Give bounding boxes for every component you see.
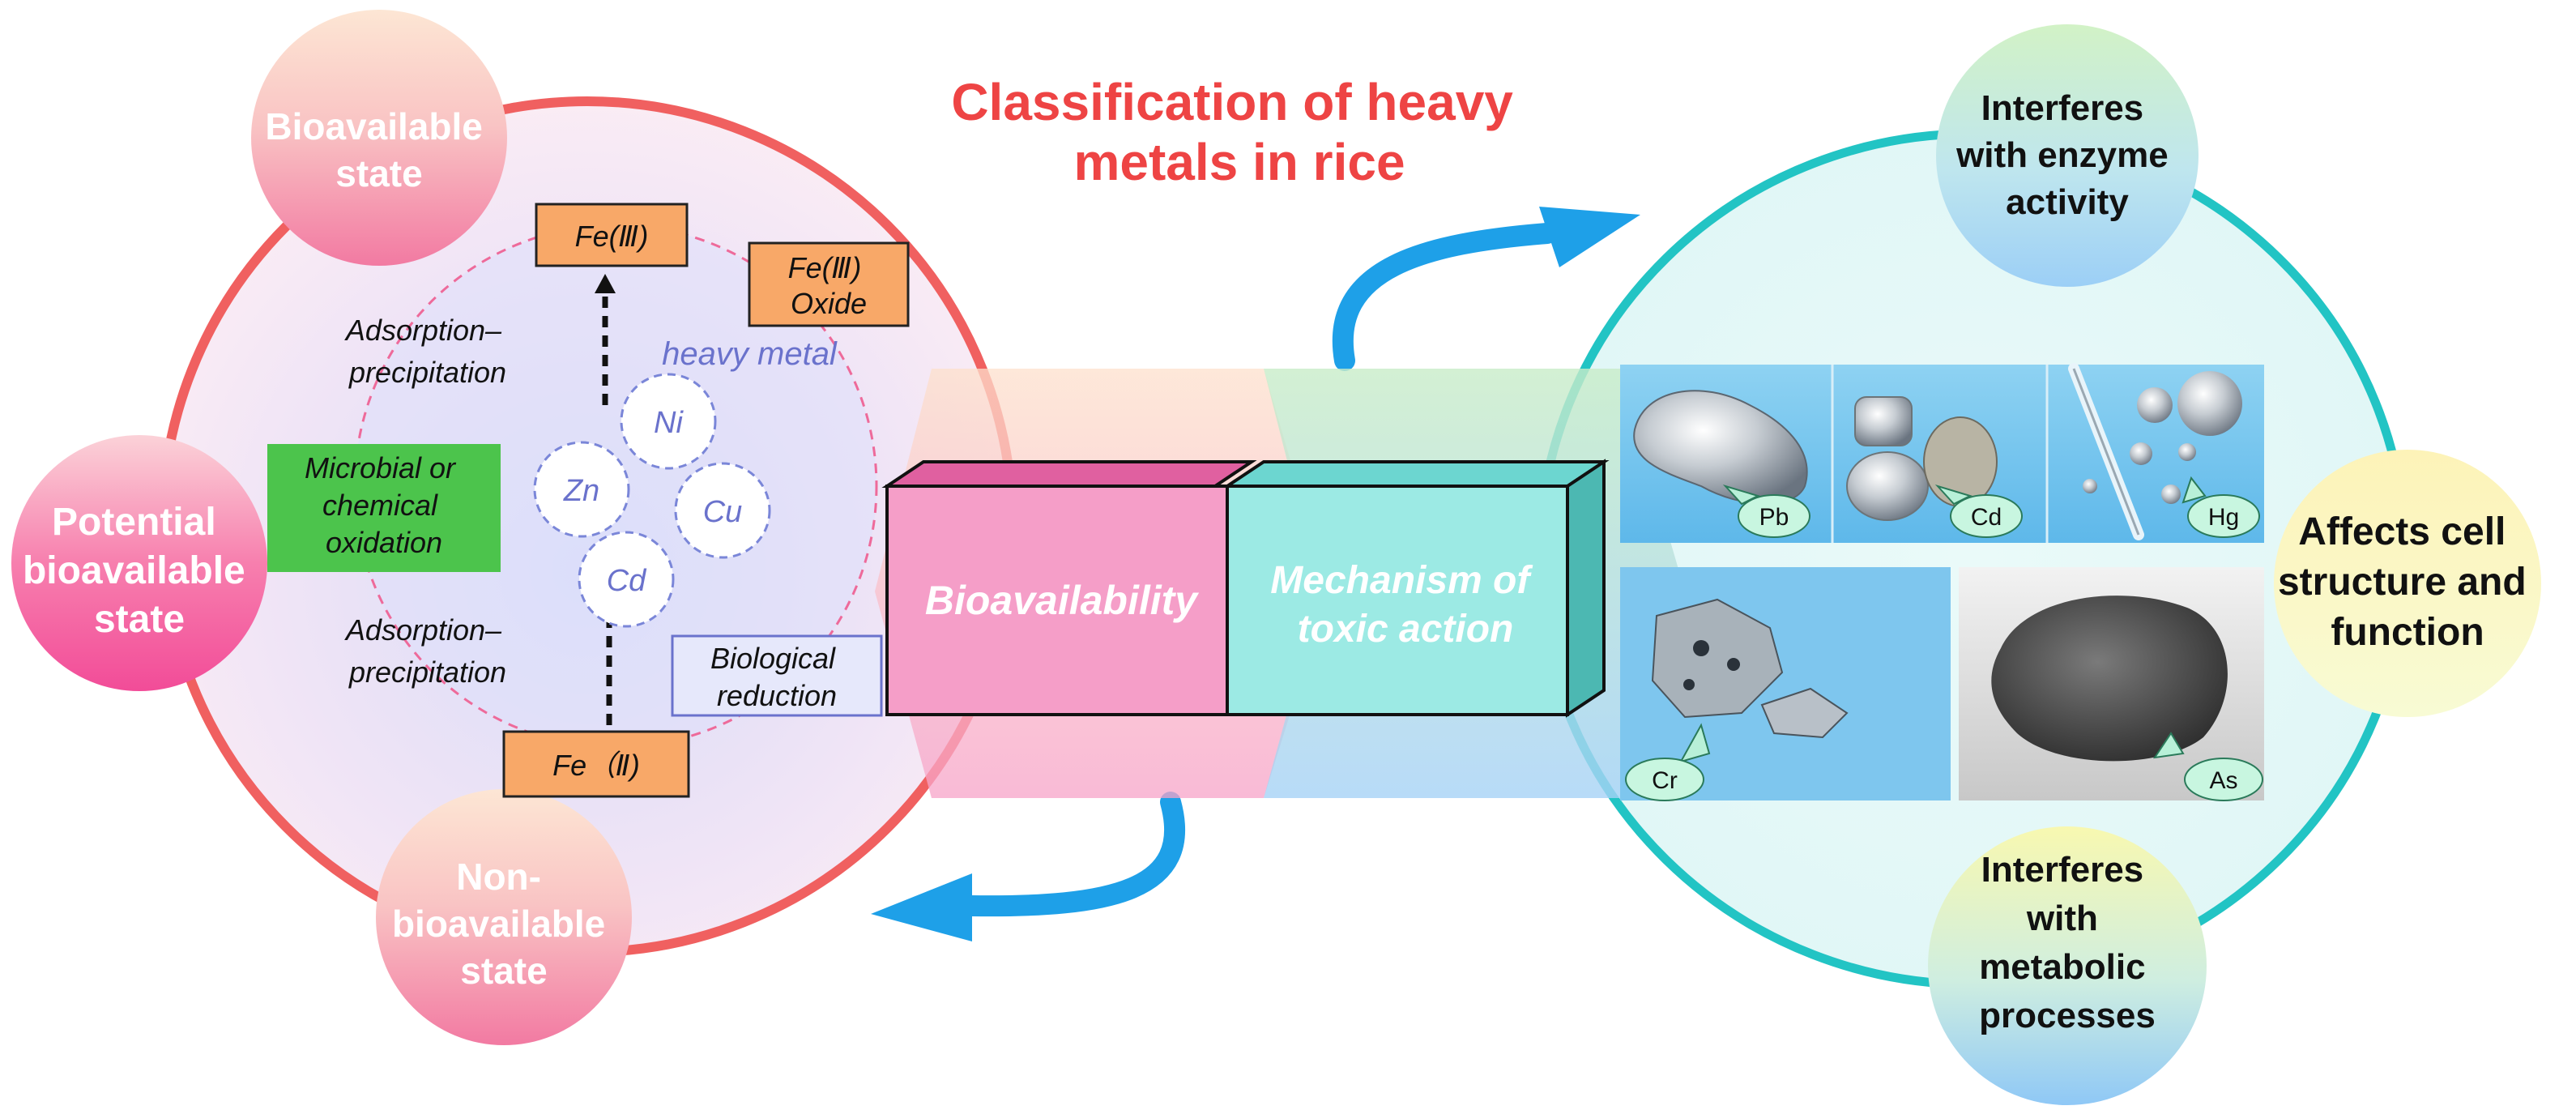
curved-arrow-top	[1333, 223, 1558, 371]
fe2-box	[502, 730, 690, 798]
adsorption-bottom-label: Adsorption– precipitation	[344, 613, 510, 689]
non-bioavailable-state-label: Non- bioavailable state	[392, 856, 616, 992]
enzyme-bubble	[1936, 24, 2199, 287]
metal-zn-circle	[533, 441, 630, 538]
bioavailable-state-label: Bioavailable state	[265, 105, 493, 194]
tag-cr-label: Cr	[1652, 767, 1678, 794]
enzyme-label: Interferes with enzyme activity	[1955, 88, 2178, 222]
metabolic-label: Interferes with metabolic processes	[1979, 850, 2156, 1035]
biological-label: Biological reduction	[710, 642, 843, 712]
bioavailability-label: Bioavailability	[925, 578, 1199, 623]
tag-hg-label: Hg	[2208, 504, 2239, 531]
bioavailability-box	[881, 460, 1257, 716]
microbial-box	[267, 444, 501, 572]
cell-bubble	[2274, 450, 2541, 717]
tag-cd: Cd	[1934, 485, 2023, 538]
page-title: Classification of heavy metals in rice	[951, 73, 1527, 191]
fe2-label: Fe（Ⅱ)	[552, 749, 640, 782]
tag-as: As	[2152, 732, 2263, 801]
arrow-head-bottom	[871, 873, 972, 941]
biological-box	[671, 634, 883, 717]
fe3-oxide-label: Fe(Ⅲ) Oxide	[788, 251, 870, 320]
dashed-arrow-top-head	[595, 274, 616, 293]
tag-pb-label: Pb	[1759, 504, 1789, 531]
potential-state-label: Potential bioavailable state	[23, 501, 256, 641]
fe3-label: Fe(Ⅲ)	[575, 220, 649, 253]
metabolic-bubble	[1928, 826, 2207, 1105]
cell-label: Affects cell structure and function	[2278, 510, 2537, 654]
curved-arrow-bottom	[962, 792, 1186, 917]
fe3-box	[535, 203, 689, 267]
bioavailable-state-bubble	[251, 10, 507, 266]
tag-as-label: As	[2209, 767, 2237, 794]
metal-ni-label: Ni	[654, 406, 684, 440]
heavy-metal-label: heavy metal	[662, 336, 838, 372]
metal-circles: Ni Zn Cu Cd	[533, 373, 771, 628]
metal-cd-label: Cd	[607, 564, 647, 598]
tag-cd-label: Cd	[1971, 504, 2002, 531]
mechanism-box	[1222, 459, 1610, 718]
tag-cr: Cr	[1625, 723, 1711, 801]
arrow-head-top	[1539, 207, 1640, 267]
metal-cu-label: Cu	[703, 495, 743, 529]
metal-cd-circle	[578, 531, 675, 628]
metal-cu-circle	[674, 462, 771, 559]
tag-hg: Hg	[2181, 476, 2260, 538]
metal-sample-photos: Pb Cd Hg Cr As	[1620, 363, 2264, 801]
potential-state-bubble	[11, 435, 267, 691]
microbial-label: Microbial or chemical oxidation	[305, 451, 463, 559]
adsorption-top-label: Adsorption– precipitation	[344, 314, 510, 389]
fe3-oxide-box	[748, 241, 910, 327]
tag-pb: Pb	[1722, 485, 1810, 538]
metal-zn-label: Zn	[563, 474, 599, 508]
metal-ni-circle	[620, 373, 717, 470]
non-bioavailable-state-bubble	[376, 789, 632, 1045]
mechanism-label: Mechanism of toxic action	[1270, 559, 1540, 651]
